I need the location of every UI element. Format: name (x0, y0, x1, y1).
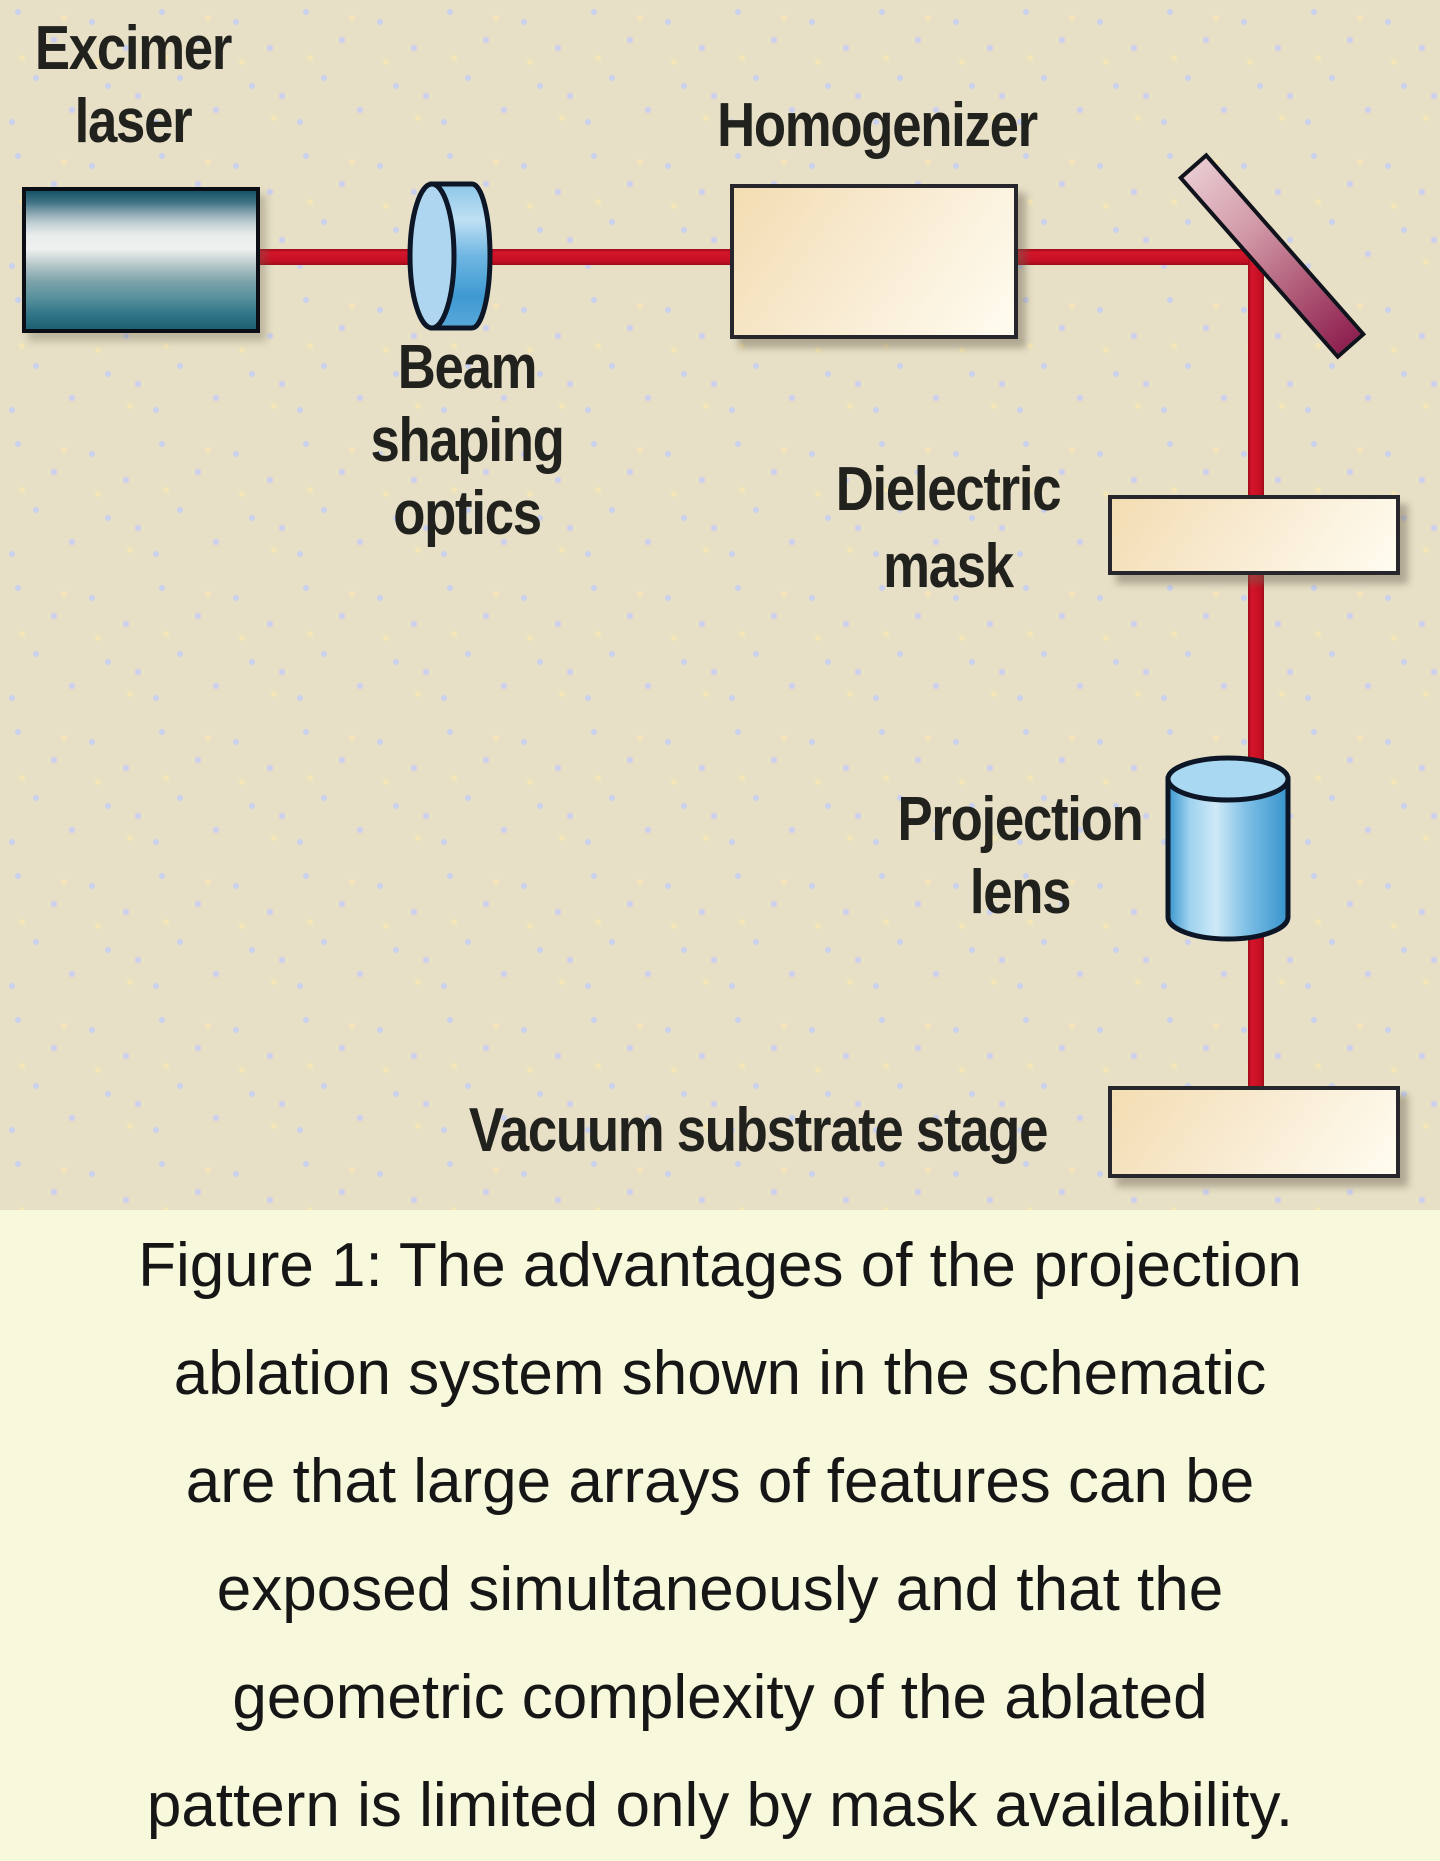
label-line: mask (883, 532, 1014, 601)
label-excimer-laser: Excimer laser (10, 12, 257, 158)
label-line: Dielectric (835, 455, 1062, 524)
label-vacuum-substrate-stage: Vacuum substrate stage (468, 1096, 1049, 1165)
caption-line: are that large arrays of features can be (185, 1446, 1255, 1516)
schematic-area: Excimer laser Beam shaping optics Homoge… (0, 0, 1440, 1210)
dielectric-mask-plate (1108, 495, 1400, 575)
projection-lens-icon (1165, 755, 1291, 942)
caption-line: Figure 1: The advantages of the projecti… (138, 1230, 1302, 1300)
laser-beam-vertical (1248, 252, 1264, 1088)
label-dielectric-mask: Dielectric mask (821, 451, 1076, 605)
label-line: lens (969, 858, 1072, 927)
projection-lens-cylinder (1164, 753, 1292, 950)
label-line: Excimer (34, 14, 232, 83)
caption-line: exposed simultaneously and that the (216, 1554, 1224, 1624)
label-homogenizer: Homogenizer (717, 91, 1038, 160)
excimer-laser-body (22, 187, 260, 333)
homogenizer-box (730, 184, 1018, 339)
label-line: Projection (897, 785, 1144, 854)
figure-caption: Figure 1: The advantages of the projecti… (0, 1210, 1440, 1861)
label-beam-shaping-optics: Beam shaping optics (340, 331, 595, 550)
substrate-stage-plate (1108, 1086, 1400, 1178)
beam-shaping-lens-icon (407, 181, 493, 331)
label-line: optics (393, 479, 542, 548)
caption-line: ablation system shown in the schematic (173, 1338, 1267, 1408)
caption-line: pattern is limited only by mask availabi… (146, 1770, 1294, 1840)
beam-shaping-lens (406, 180, 498, 337)
caption-line: geometric complexity of the ablated (232, 1662, 1208, 1732)
label-line: Beam (397, 333, 538, 402)
label-projection-lens: Projection lens (893, 783, 1148, 929)
label-line: shaping (370, 406, 564, 475)
label-line: laser (74, 87, 193, 156)
